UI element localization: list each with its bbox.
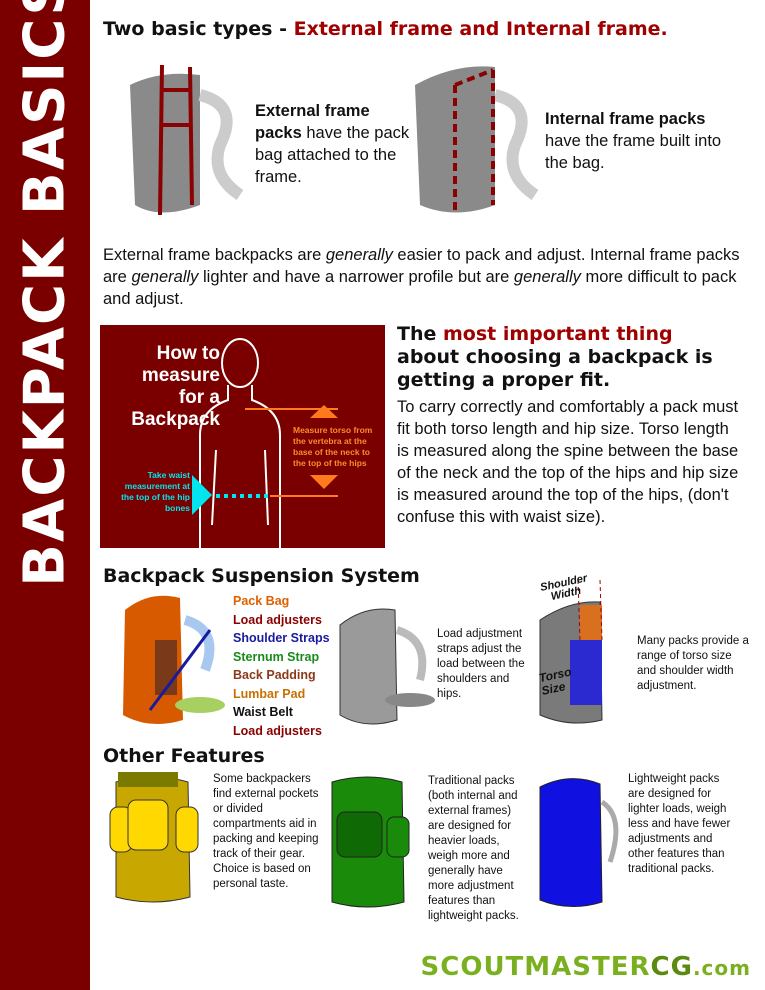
label-back-padding: Back Padding	[233, 668, 316, 682]
feature-lightweight-text: Lightweight packs are designed for light…	[628, 773, 731, 875]
types-heading: Two basic types - External frame and Int…	[103, 18, 668, 40]
label-load-adjusters-bottom: Load adjusters	[233, 723, 322, 738]
label-shoulder-straps: Shoulder Straps	[233, 631, 330, 645]
feature-traditional-text: Traditional packs (both internal and ext…	[428, 775, 519, 922]
sidebar-title: BACKPACK BASICS	[12, 0, 78, 587]
measure-diagram: How to measure for a Backpack Measure to…	[100, 325, 385, 548]
measure-title: How to measure for a Backpack	[131, 343, 220, 430]
pocket-pack-illustration	[109, 772, 199, 903]
sidebar: BACKPACK BASICS	[0, 0, 90, 990]
load-adjust-pack-illustration	[339, 608, 435, 725]
label-sternum-strap: Sternum Strap	[233, 649, 320, 664]
fit-heading: The most important thing about choosing …	[397, 323, 713, 391]
torso-note: Measure torso from the vertebra at the b…	[293, 425, 373, 468]
range-note: Many packs provide a range of torso size…	[637, 635, 749, 692]
fit-body: To carry correctly and comfortably a pac…	[397, 398, 739, 526]
suspension-heading: Backpack Suspension System	[103, 565, 420, 587]
suspension-labels: Pack Bag Load adjusters Shoulder Straps …	[233, 592, 330, 740]
label-waist-belt: Waist Belt	[233, 705, 293, 719]
label-pack-bag: Pack Bag	[233, 594, 290, 608]
suspension-pack-illustration	[123, 595, 225, 724]
waist-note: Take waist measurement at the top of the…	[121, 470, 190, 513]
heading-highlight: External frame and Internal frame.	[293, 18, 668, 40]
feature-pockets-text: Some backpackers find external pockets o…	[213, 773, 319, 890]
external-frame-pack-illustration	[130, 64, 244, 216]
body-outline	[192, 338, 338, 548]
heading-prefix: Two basic types -	[103, 18, 294, 40]
label-lumbar-pad: Lumbar Pad	[233, 686, 306, 701]
traditional-pack-illustration	[331, 776, 410, 908]
intro-paragraph: External frame backpacks are generally e…	[103, 246, 740, 308]
fit-pack-illustration	[539, 580, 603, 724]
scoutmastercg-logo[interactable]: SCOUTMASTERCG.com	[420, 952, 751, 982]
other-features-heading: Other Features	[103, 745, 265, 767]
label-load-adjusters-top: Load adjusters	[233, 612, 322, 627]
internal-frame-pack-illustration	[415, 66, 539, 215]
load-note: Load adjustment straps adjust the load b…	[437, 628, 525, 700]
external-frame-text: External frame packs have the pack bag a…	[255, 102, 410, 186]
lightweight-pack-illustration	[539, 778, 619, 908]
internal-frame-text: Internal frame packs have the frame buil…	[545, 110, 722, 172]
